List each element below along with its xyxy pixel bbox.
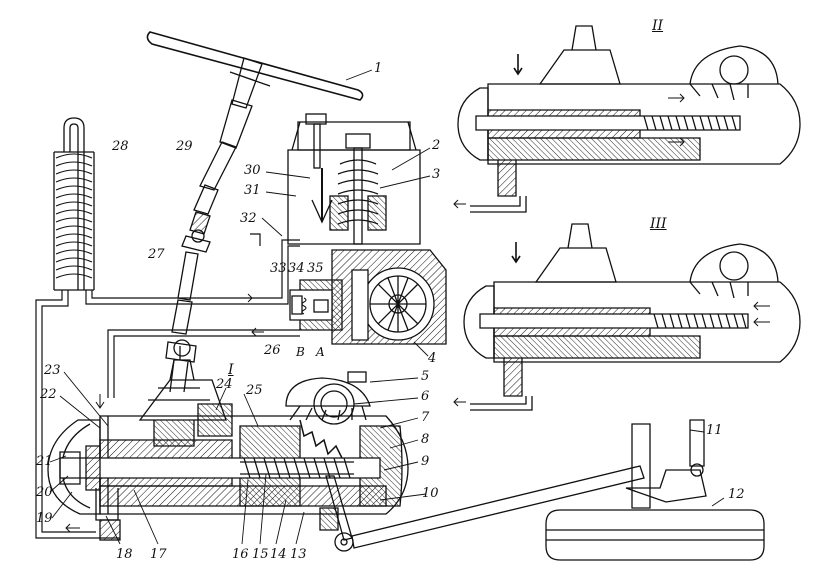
callout-34: 34 (288, 261, 305, 276)
callout-27: 27 (148, 247, 165, 262)
view-ii-label: II (652, 18, 664, 34)
callout-15: 15 (252, 547, 269, 562)
callout-25: 25 (246, 383, 263, 398)
callout-31: 31 (244, 183, 261, 198)
callout-10: 10 (422, 486, 439, 501)
callout-7: 7 (421, 410, 430, 425)
flow-arrows[interactable] (65, 54, 770, 533)
oil-cooler (53, 117, 95, 291)
callout-35: 35 (307, 261, 324, 276)
callout-1: 1 (374, 61, 383, 76)
callout-8: 8 (421, 432, 430, 447)
intermediate-shaft (165, 251, 199, 393)
pump-body (289, 249, 447, 345)
callout-20: 20 (36, 485, 53, 500)
oil-lines (35, 233, 300, 539)
callout-29: 29 (176, 139, 193, 154)
view-iii-section (463, 223, 801, 411)
callout-2: 2 (432, 138, 441, 153)
callout-19: 19 (36, 511, 53, 526)
callout-28: 28 (112, 139, 129, 154)
callout-16: 16 (232, 547, 249, 562)
view-iii-label: III (650, 216, 667, 232)
drag-link (325, 465, 645, 552)
view-ii-section (457, 25, 801, 213)
port-b-label: B (296, 345, 305, 359)
callout-30: 30 (244, 163, 261, 178)
leader-lines (49, 69, 725, 545)
steering-gear-housing (47, 346, 409, 541)
sector-assembly (285, 371, 371, 531)
callout-18: 18 (116, 547, 133, 562)
callout-3: 3 (432, 167, 441, 182)
callout-9: 9 (421, 454, 430, 469)
pump-reservoir (287, 113, 421, 245)
callout-24: 24 (216, 377, 233, 392)
callout-5: 5 (421, 369, 430, 384)
callout-33: 33 (270, 261, 287, 276)
callout-22: 22 (40, 387, 57, 402)
callout-4: 4 (428, 351, 437, 366)
callout-32: 32 (240, 211, 257, 226)
steering-wheel (146, 31, 364, 109)
callout-26: 26 (264, 343, 281, 358)
callout-12: 12 (728, 487, 745, 502)
callout-21: 21 (36, 454, 53, 469)
callout-13: 13 (290, 547, 307, 562)
callout-6: 6 (421, 389, 430, 404)
callout-23: 23 (44, 363, 61, 378)
callout-11: 11 (706, 423, 723, 438)
steering-column (181, 99, 253, 253)
callout-17: 17 (150, 547, 167, 562)
view-i-label: I (228, 362, 234, 378)
front-wheel (545, 419, 765, 561)
port-a-label: A (316, 345, 325, 359)
callout-14: 14 (270, 547, 287, 562)
